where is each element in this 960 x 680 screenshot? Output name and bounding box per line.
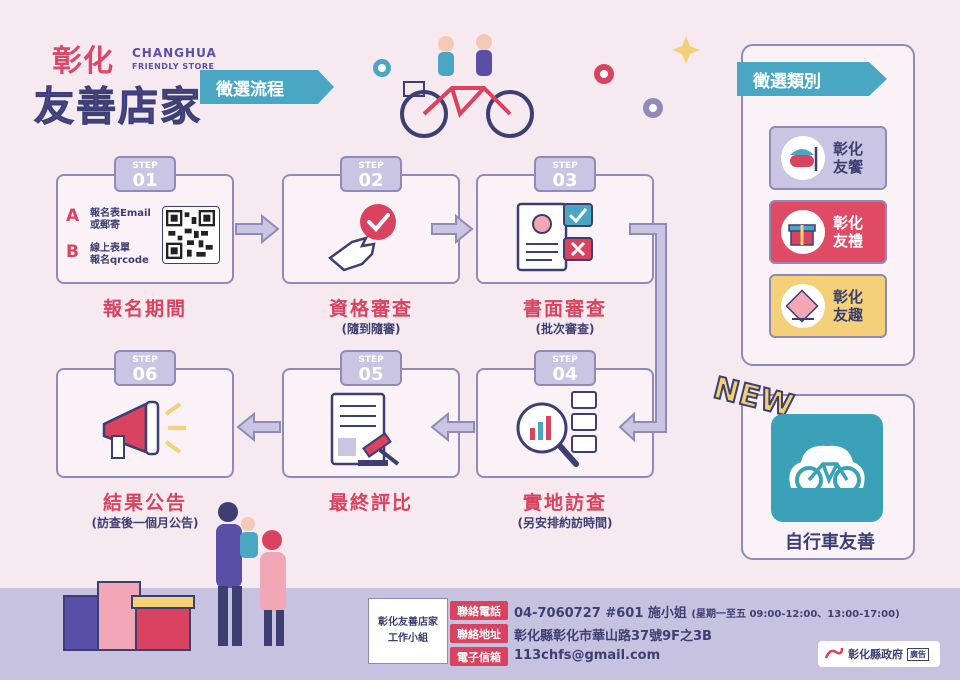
category-card-food[interactable]: 彰化 友饗 — [769, 126, 887, 190]
tandem-bike-illustration — [373, 34, 700, 138]
option-b-letter: B — [66, 242, 79, 262]
office-hours: (星期一至五 09:00-12:00、13:00-17:00) — [691, 609, 900, 620]
government-logo: 彰化縣政府 廣告 — [818, 641, 940, 667]
gift-icon — [781, 210, 825, 254]
logo-english-line1: CHANGHUA — [132, 46, 217, 60]
bicycle-icon — [789, 445, 865, 494]
option-b-text: 線上表單 報名qrcode — [90, 243, 149, 266]
family-gifts-illustration — [63, 502, 286, 651]
flower-icon — [594, 64, 614, 84]
step-06-subtitle: (訪查後一個月公告) — [91, 516, 199, 530]
process-banner: 徵選流程 — [200, 70, 334, 104]
step-04-subtitle: (另安排約訪時間) — [517, 516, 613, 530]
hand-check-icon — [327, 204, 396, 272]
phone-value: 04-7060727 #601 施小姐 (星期一至五 09:00-12:00、1… — [514, 606, 900, 621]
categories-banner: 徵選類別 — [737, 62, 887, 96]
logo-title-line1: 彰化 — [52, 44, 114, 79]
email-tag: 電子信箱 — [450, 647, 508, 666]
ad-label: 廣告 — [907, 647, 929, 661]
category-card-fun[interactable]: 彰化 友趣 — [769, 274, 887, 338]
step-01-badge: STEP 01 — [114, 156, 176, 192]
document-gavel-icon — [330, 392, 400, 466]
work-group-box: 彰化友善店家 工作小組 — [368, 598, 448, 664]
arrow-left-icon — [430, 411, 475, 443]
step-03-subtitle: (批次審查) — [535, 322, 595, 336]
flower-icon — [373, 59, 391, 77]
step-06-badge: STEP 06 — [114, 350, 176, 386]
flow-arrows — [235, 213, 667, 443]
magnifier-chart-icon — [516, 391, 597, 467]
option-a-text: 報名表Email 或郵寄 — [90, 208, 151, 231]
logo-english-line2: FRIENDLY STORE — [132, 62, 215, 71]
arrow-down-left-icon — [618, 223, 667, 443]
step-02-subtitle: (隨到隨審) — [341, 322, 401, 336]
category-card-gift[interactable]: 彰化 友禮 — [769, 200, 887, 264]
option-a-letter: A — [66, 206, 80, 226]
address-value: 彰化縣彰化市華山路37號9F之3B — [514, 629, 712, 644]
food-bowl-icon — [781, 136, 825, 180]
qr-code[interactable] — [162, 206, 220, 264]
document-review-icon — [516, 202, 593, 272]
craft-icon — [781, 284, 825, 328]
arrow-right-icon — [235, 213, 280, 245]
step-05-title: 最終評比 — [328, 492, 413, 514]
bike-friendly-label: 自行車友善 — [785, 532, 875, 553]
email-value[interactable]: 113chfs@gmail.com — [514, 648, 661, 663]
arrow-right-icon — [431, 213, 474, 245]
sparkle-icon — [672, 36, 700, 64]
logo-title-line2: 友善店家 — [34, 84, 202, 131]
government-emblem-icon — [824, 647, 844, 659]
step-04-title: 實地訪查 — [522, 492, 607, 514]
step-01-title: 報名期間 — [102, 298, 187, 320]
step-02-title: 資格審查 — [328, 298, 413, 320]
step-04-badge: STEP 04 — [534, 350, 596, 386]
qr-code-icon — [166, 210, 215, 259]
step-03-title: 書面審查 — [522, 298, 607, 320]
step-02-badge: STEP 02 — [340, 156, 402, 192]
step-05-badge: STEP 05 — [340, 350, 402, 386]
address-tag: 聯絡地址 — [450, 624, 508, 643]
phone-tag: 聯絡電話 — [450, 601, 508, 620]
step-03-badge: STEP 03 — [534, 156, 596, 192]
bike-tile[interactable] — [771, 414, 883, 522]
flower-icon — [643, 98, 663, 118]
megaphone-icon — [102, 400, 186, 459]
arrow-left-icon — [236, 411, 281, 443]
step-06-title: 結果公告 — [102, 492, 187, 514]
